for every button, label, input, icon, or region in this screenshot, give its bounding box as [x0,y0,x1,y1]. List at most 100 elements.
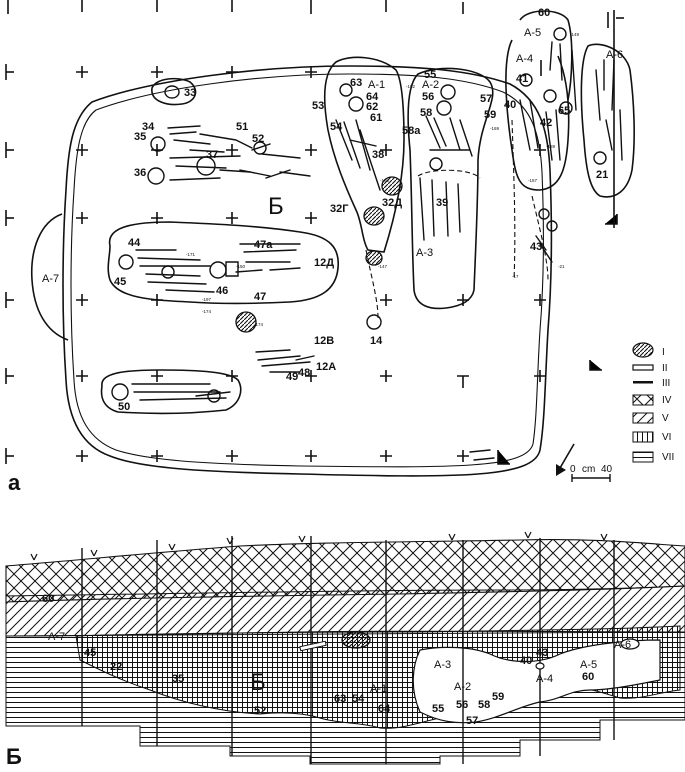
pit-50-outline [100,369,242,415]
section-panel: Б 60 А-7 45 22 35 52 63 54 А-1 64 55 А-3… [5,531,685,769]
section-label-40: 40 [520,655,532,667]
burial-47: 47 [254,291,266,303]
burial-58: 58 [420,107,432,119]
structure-outline-a7 [30,213,69,341]
burial-56: 56 [422,91,434,103]
depth-mark: -147 [378,264,388,269]
burial-12d: 12Д [314,257,334,269]
scale-zero: 0 [570,464,576,475]
legend-label-i: I [662,347,665,358]
burial-48: 48 [298,367,310,379]
section-label-56: 56 [456,699,468,711]
legend-label-iv: IV [662,395,672,406]
panel-label-a: a [8,470,21,495]
section-label-63: 63 [334,693,346,705]
legend-symbol-iv [632,394,654,406]
burial-12v: 12В [314,335,334,347]
section-label-58: 58 [478,699,490,711]
panel-label-b: Б [6,744,22,769]
section-label-64: 64 [378,703,391,715]
section-label-a6: А-6 [614,639,631,651]
burial-61: 61 [370,112,382,124]
burial-39: 39 [436,197,448,209]
legend-label-vi: VI [662,432,671,443]
burial-63: 63 [350,77,362,89]
section-label-59: 59 [492,691,504,703]
section-label-a5: А-5 [580,659,597,671]
burial-49: 49 [286,371,298,383]
label-a2: А-2 [422,79,439,91]
section-a6-pot [620,638,640,650]
legend-label-iii: III [662,378,670,389]
plan-panel: Б А-1 А-2 А-3 А-4 А-5 А-6 А-7 60 33 34 3… [5,0,635,495]
burial-46: 46 [216,285,228,297]
depth-mark: -197 [202,297,212,302]
section-label-60b: 60 [582,671,594,683]
burial-43: 43 [530,241,542,253]
pit-33-outline [151,77,197,106]
burial-50: 50 [118,401,130,413]
burial-44: 44 [128,237,141,249]
burial-33: 33 [184,87,196,99]
burial-12a: 12А [316,361,336,373]
surface-vegetation [30,531,608,561]
section-label-52: 52 [254,705,266,717]
section-label-a3: А-3 [434,659,451,671]
scale-unit: cm [582,464,595,475]
burial-53: 53 [312,100,324,112]
grid-ticks-top [7,0,464,14]
burial-35: 35 [134,131,146,143]
label-a6: А-6 [606,49,623,61]
legend-symbol-iii [633,381,653,384]
skeletal-remains [111,27,623,461]
depth-mark: -152 [406,84,416,89]
section-label-a4: А-4 [536,673,553,685]
legend-symbol-vii [632,451,654,463]
section-hatched-oval [341,631,371,649]
depth-mark: -169 [380,178,390,183]
label-a1: А-1 [368,79,385,91]
burial-59: 59 [484,109,496,121]
burial-47a: 47а [254,239,273,251]
section-layer-iv [5,539,685,603]
legend-label-vii: VII [662,452,674,463]
section-pit-fill [412,639,661,724]
burial-14: 14 [370,335,383,347]
depth-mark: -157 [528,178,538,183]
burial-21: 21 [596,169,608,181]
section-bone-bar [299,640,327,652]
label-a3: А-3 [416,247,433,259]
label-a7: А-7 [42,273,59,285]
depth-mark: -21 [558,264,565,269]
section-label-a7: А-7 [48,631,65,643]
burial-58a: 58а [402,125,421,137]
section-43-mark [535,662,545,670]
depth-marks: -149 -152 -169 -157 -169 -189 -171 -197 … [186,32,580,327]
grid-ticks-left [5,64,14,464]
section-label-60: 60 [42,593,54,605]
pit-outline-outer [62,65,553,477]
label-a5: А-5 [524,27,541,39]
burial-62: 62 [366,101,378,113]
burial-40: 40 [504,99,516,111]
burial-labels: 60 33 34 35 36 37 51 52 63 64 62 61 53 5… [114,7,608,413]
legend-symbol-ii [632,364,654,371]
legend-symbol-i [632,342,654,358]
section-labels: 60 А-7 45 22 35 52 63 54 А-1 64 55 А-3 А… [42,593,631,727]
burial-34: 34 [142,121,155,133]
burial-37: 37 [206,149,218,161]
burial-45: 45 [114,276,126,288]
burial-60: 60 [538,7,550,19]
burial-38: 38 [372,149,384,161]
structure-outline-a3 [417,169,481,179]
legend-symbol-vi [632,431,654,443]
section-label-57: 57 [466,715,478,727]
section-label-a2: А-2 [454,681,471,693]
burial-42: 42 [540,117,552,129]
burial-65: 65 [558,105,570,117]
section-area-label: Б [250,669,266,696]
depth-mark: -150 [236,264,246,269]
depth-mark: -149 [570,32,580,37]
depth-mark: -169 [490,126,500,131]
